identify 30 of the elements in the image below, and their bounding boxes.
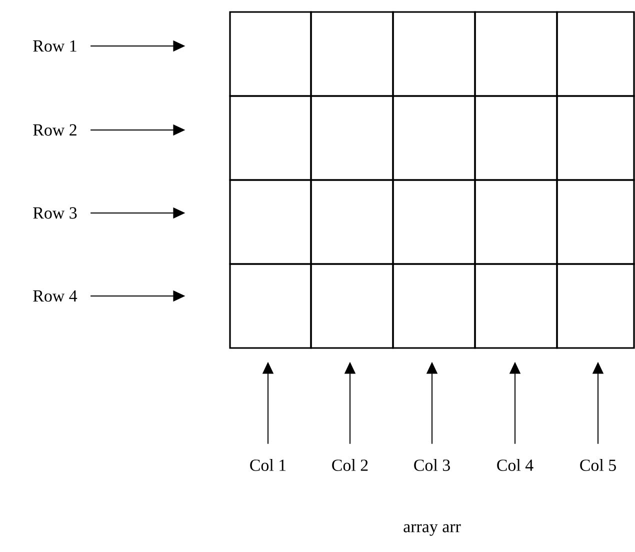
grid-cell — [229, 11, 312, 97]
grid-cell — [310, 95, 394, 181]
grid-cell — [392, 263, 476, 349]
label: Col 2 — [332, 459, 368, 471]
grid-cell — [392, 95, 476, 181]
caption: array arr — [404, 524, 461, 536]
label: Row 2 — [33, 124, 76, 136]
grid-cell — [474, 263, 558, 349]
label: Col 1 — [250, 459, 286, 471]
label: Row 1 — [33, 40, 76, 52]
label: Row 4 — [33, 290, 78, 302]
label: Col 3 — [414, 459, 450, 471]
grid-cell — [392, 11, 476, 97]
grid-cell — [229, 263, 312, 349]
grid-cell — [229, 95, 312, 181]
grid-cell — [474, 95, 558, 181]
grid-cell — [556, 263, 635, 349]
grid-cell — [310, 11, 394, 97]
grid-cell — [474, 11, 558, 97]
grid-cell — [556, 179, 635, 265]
grid-cell — [310, 263, 394, 349]
grid-cell — [556, 11, 635, 97]
grid-cell — [392, 179, 476, 265]
grid-cell — [474, 179, 558, 265]
grid-cell — [556, 95, 635, 181]
grid-cell — [310, 179, 394, 265]
label: Col 4 — [497, 459, 534, 471]
label: Col 5 — [580, 459, 616, 471]
grid-cell — [229, 179, 312, 265]
label: Row 3 — [33, 207, 77, 219]
